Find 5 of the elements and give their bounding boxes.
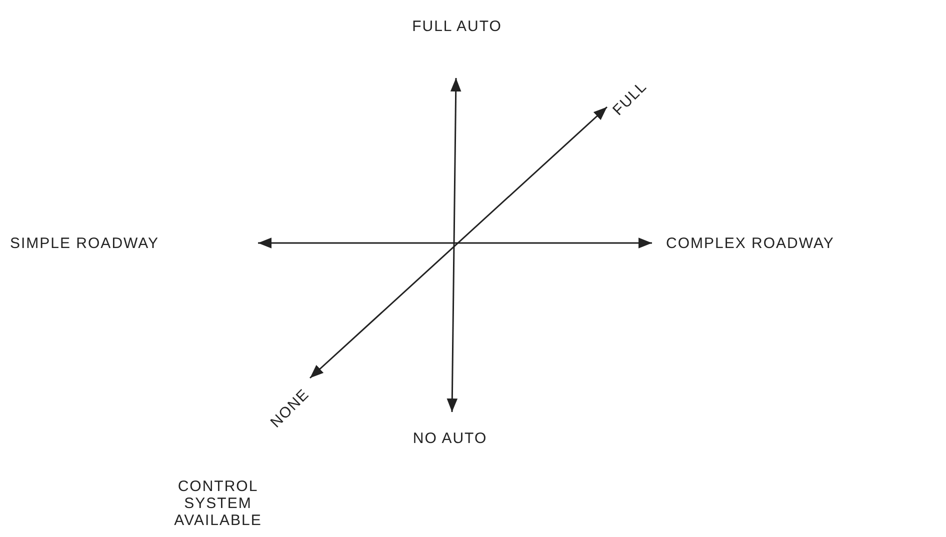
axis-label: SIMPLE ROADWAY <box>10 235 160 252</box>
axis-label: COMPLEX ROADWAY <box>666 235 834 252</box>
axis-label: FULL AUTO <box>412 18 502 35</box>
axis-label: NO AUTO <box>412 430 488 447</box>
axis-title: CONTROL SYSTEM AVAILABLE <box>173 478 263 529</box>
